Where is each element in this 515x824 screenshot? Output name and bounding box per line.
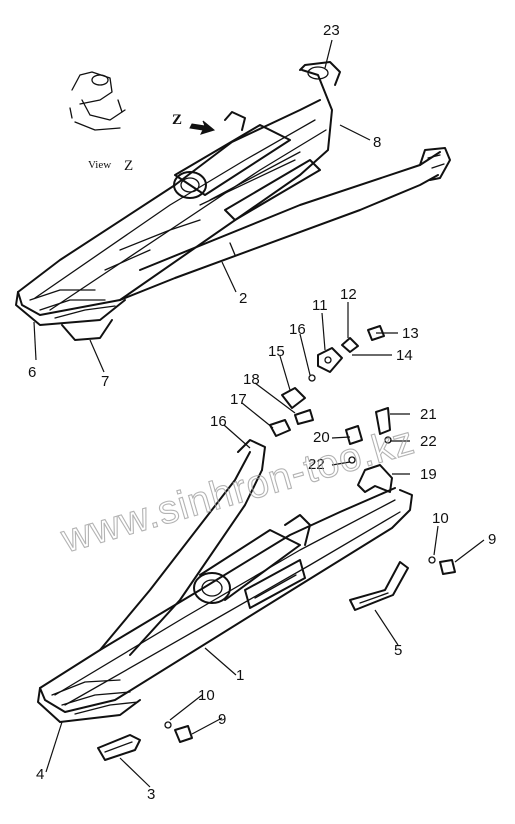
callout-4: 4 [36,766,44,783]
callout-17: 17 [230,391,247,408]
callout-5: 5 [394,642,402,659]
callout-23: 23 [323,22,340,39]
callout-21: 21 [420,406,437,423]
callout-11: 11 [312,297,328,314]
view-z-inset [69,71,126,131]
callout-12: 12 [340,286,357,303]
callout-6: 6 [28,364,36,381]
callout-10-right: 10 [432,510,449,527]
callout-19: 19 [420,466,437,483]
callout-20: 20 [313,429,330,446]
callout-15: 15 [268,343,285,360]
callout-13: 13 [402,325,419,342]
view-label-letter: Z [124,158,133,174]
callout-7: 7 [101,373,109,390]
upper-track-frame [15,61,451,341]
callout-1: 1 [236,667,244,684]
callout-22-right: 22 [420,433,437,450]
callout-22-left: 22 [308,456,325,473]
callout-3: 3 [147,786,155,803]
lower-track-frame [37,439,413,761]
callout-16-upper: 16 [289,321,306,338]
callout-14: 14 [396,347,413,364]
callout-9-left: 9 [218,711,226,728]
direction-label: Z [172,112,182,128]
leader-lines [33,39,485,788]
callout-10-left: 10 [198,687,215,704]
callout-18: 18 [243,371,260,388]
callout-16-lower: 16 [210,413,227,430]
direction-arrow [189,120,216,135]
callout-2: 2 [239,290,247,307]
watermark: www.sinhron-too.kz [56,418,420,561]
small-parts [164,325,456,743]
callout-8: 8 [373,134,381,151]
view-label: View [88,159,111,171]
labels: View Z Z 23 8 2 6 7 11 12 13 16 14 15 18… [28,22,496,803]
callout-9-right: 9 [488,531,496,548]
